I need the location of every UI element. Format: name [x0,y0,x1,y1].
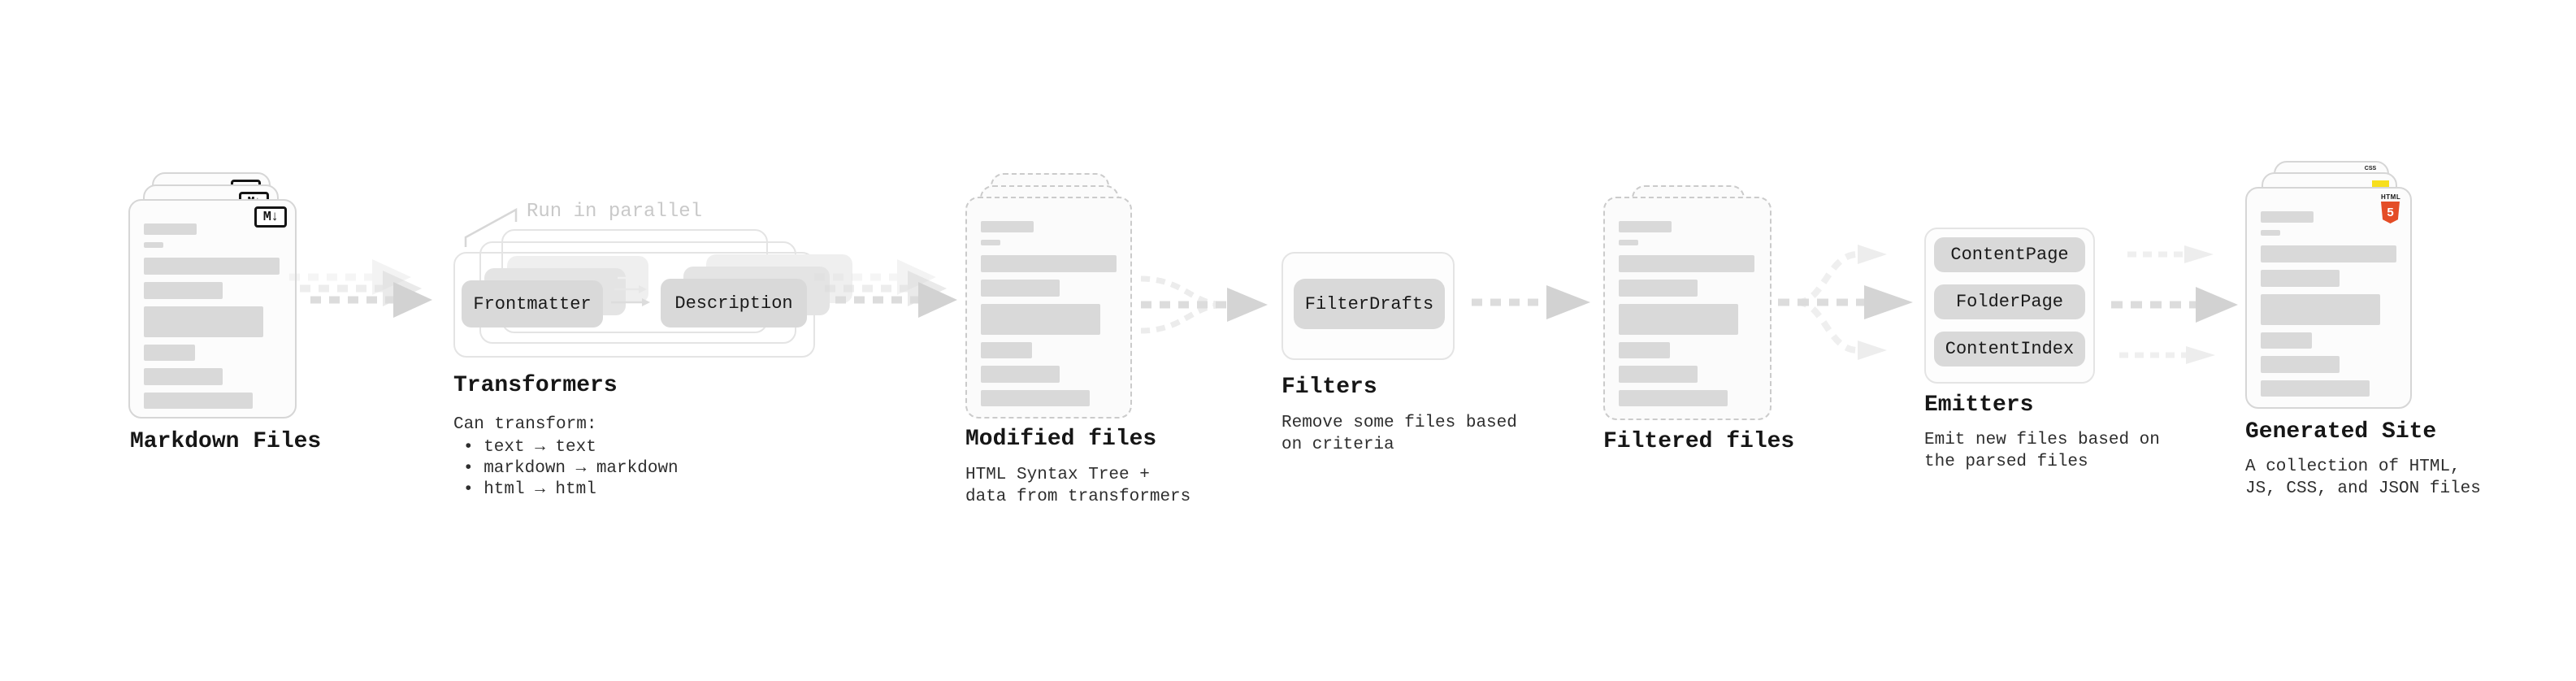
filters-description: Remove some files based on criteria [1281,414,1517,454]
css-icon-word: CSS [2364,166,2377,171]
placeholder-bar [981,240,1000,245]
emitters-description: Emit new files based on the parsed files [1924,431,2160,471]
description-node: Description [661,279,807,327]
placeholder-bar [144,345,195,361]
parallel-arrows [611,274,650,306]
transformers-bullet: • text → text [463,438,596,457]
markdown-files-label: Markdown Files [130,429,322,454]
document-sheet: HTML 5 [2245,187,2412,409]
transformers-bullet: • markdown → markdown [463,459,679,478]
placeholder-bar [981,221,1034,232]
placeholder-bar [1619,342,1670,358]
filterdrafts-node: FilterDrafts [1294,279,1445,329]
placeholder-bar [2261,294,2380,325]
emitters-label: Emitters [1924,393,2034,418]
placeholder-bar [144,258,280,275]
arrow-transformers-to-modified [814,259,957,318]
modified-files-label: Modified files [965,427,1157,452]
placeholder-bar [981,342,1032,358]
arrow-filters-to-filtered [1472,285,1590,319]
filters-label: Filters [1281,375,1377,400]
placeholder-bar [2261,356,2340,373]
placeholder-bar [981,280,1060,297]
placeholder-bar [2261,211,2314,223]
placeholder-bar [981,304,1100,335]
transformers-description: Can transform: [453,415,597,434]
arrow-markdown-to-transformers [289,259,432,318]
run-in-parallel-callout: Run in parallel [527,201,703,223]
generated-site-label: Generated Site [2245,419,2437,445]
placeholder-bar [144,223,197,235]
placeholder-bar [1619,304,1738,335]
placeholder-bar [1619,390,1728,406]
frontmatter-node: Frontmatter [462,280,603,327]
document-content-placeholder [2261,211,2396,404]
document-content-placeholder [144,223,280,416]
placeholder-bar [2261,270,2340,287]
filtered-files-label: Filtered files [1603,429,1795,454]
arrows-emitters-to-generated [2111,245,2238,364]
placeholder-bar [144,282,223,299]
css-icon: CSS [2360,166,2381,171]
document-content-placeholder [1619,221,1754,414]
document-sheet-dashed [1603,197,1772,420]
placeholder-bar [1619,280,1698,297]
html5-icon-word: HTML [2381,193,2401,201]
placeholder-bar [1619,255,1754,272]
placeholder-bar [1619,240,1638,245]
modified-files-description: HTML Syntax Tree + data from transformer… [965,466,1191,506]
placeholder-bar [144,242,163,248]
document-sheet-dashed [965,197,1132,419]
placeholder-bar [2261,245,2396,262]
placeholder-bar [981,390,1090,406]
placeholder-bar [144,368,223,385]
html5-icon-shield: 5 [2381,202,2400,223]
document-sheet: M↓ [128,199,297,419]
placeholder-bar [2261,380,2370,397]
placeholder-bar [2261,230,2280,236]
placeholder-bar [144,306,263,337]
placeholder-bar [144,393,253,409]
transformers-label: Transformers [453,373,618,398]
contentindex-node: ContentIndex [1934,332,2085,367]
document-content-placeholder [981,221,1117,414]
arrow-modified-to-filters-merge [1140,275,1268,334]
generated-site-description: A collection of HTML, JS, CSS, and JSON … [2245,458,2481,498]
placeholder-bar [1619,366,1698,383]
transformers-bullet: • html → html [463,480,596,499]
html5-icon: HTML 5 [2381,193,2400,223]
arrow-filtered-to-emitters-fork [1778,245,1913,360]
markdown-icon: M↓ [254,206,287,228]
placeholder-bar [1619,221,1672,232]
placeholder-bar [2261,332,2312,349]
placeholder-bar [981,366,1060,383]
folderpage-node: FolderPage [1934,284,2085,319]
placeholder-bar [981,255,1117,272]
callout-leader-line [464,207,518,247]
contentpage-node: ContentPage [1934,237,2085,272]
